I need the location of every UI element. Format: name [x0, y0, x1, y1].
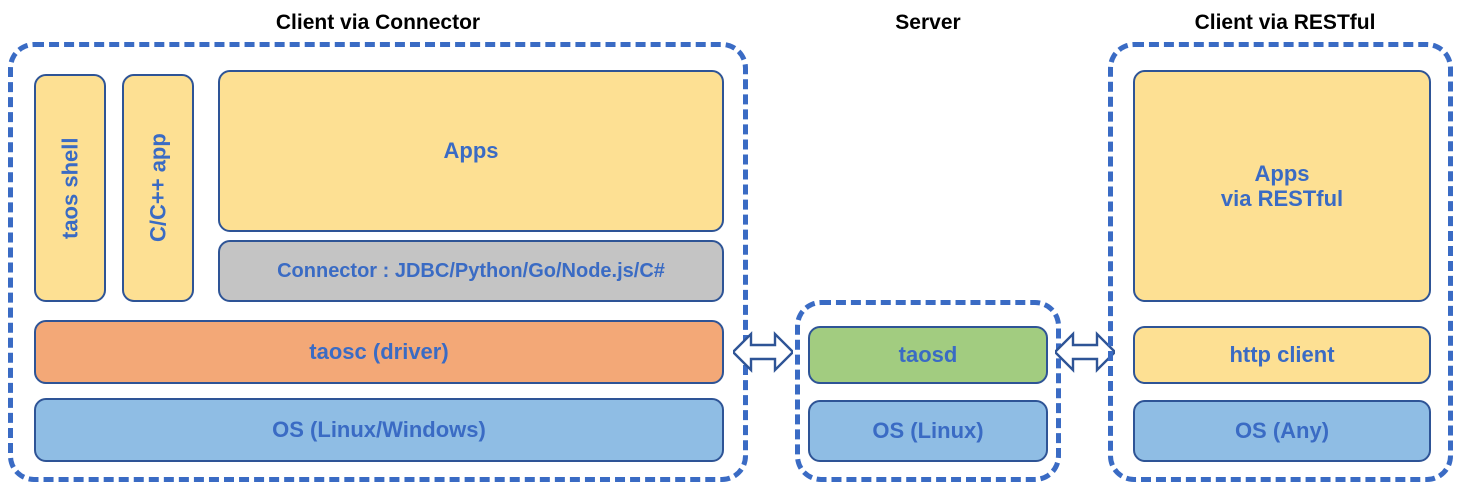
caption-client-via-restful: Client via RESTful — [1194, 11, 1376, 34]
caption-client-via-connector: Client via Connector — [275, 11, 481, 34]
panel-client-via-connector — [8, 42, 748, 482]
box-http-client[interactable]: http client — [1133, 326, 1431, 384]
double-headed-arrow-icon-left — [733, 328, 793, 376]
box-taos-shell[interactable]: taos shell — [34, 74, 106, 302]
caption-server: Server — [895, 11, 961, 34]
box-cpp-app[interactable]: C/C++ app — [122, 74, 194, 302]
box-apps-via-restful-line2: via RESTful — [1220, 186, 1344, 211]
box-taosd[interactable]: taosd — [808, 326, 1048, 384]
panel-client-via-restful — [1108, 42, 1453, 482]
box-connector-list[interactable]: Connector : JDBC/Python/Go/Node.js/C# — [218, 240, 724, 302]
box-os-linux-windows[interactable]: OS (Linux/Windows) — [34, 398, 724, 462]
box-os-linux[interactable]: OS (Linux) — [808, 400, 1048, 462]
box-taosc-driver[interactable]: taosc (driver) — [34, 320, 724, 384]
double-headed-arrow-icon-right — [1055, 328, 1115, 376]
panel-server — [795, 300, 1061, 482]
box-apps-connector[interactable]: Apps — [218, 70, 724, 232]
box-apps-via-restful[interactable]: Apps via RESTful — [1133, 70, 1431, 302]
box-os-any[interactable]: OS (Any) — [1133, 400, 1431, 462]
box-apps-via-restful-line1: Apps — [1254, 160, 1310, 186]
